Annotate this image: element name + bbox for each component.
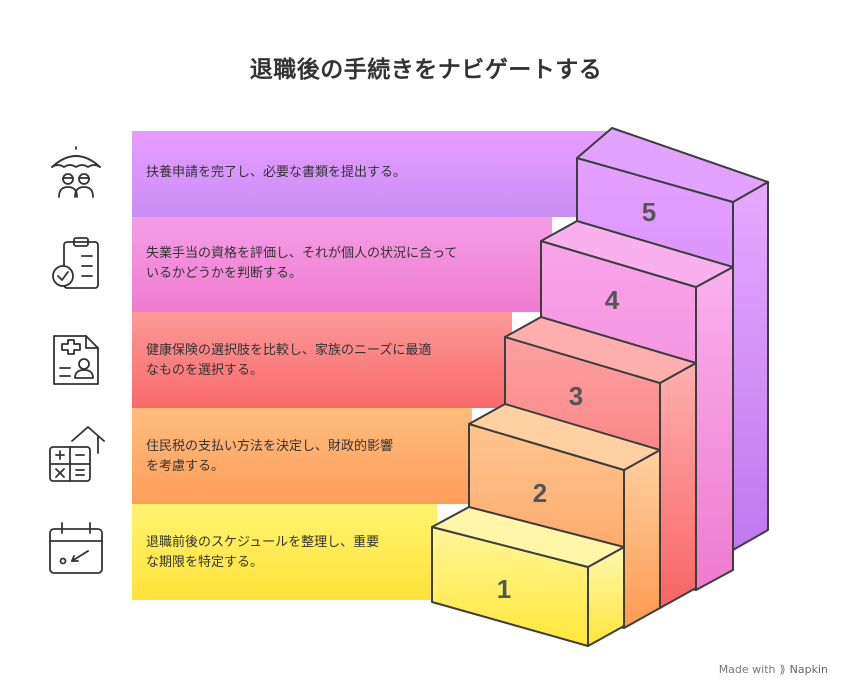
step-4-text: 失業手当の資格を評価し、それが個人の状況に合って いるかどうかを判断する。 xyxy=(146,244,457,284)
step-1-number: 1 xyxy=(497,574,511,604)
step-1-top xyxy=(431,506,625,568)
step-4-line2: いるかどうかを判断する。 xyxy=(146,266,303,281)
step-1-text: 退職前後のスケジュールを整理し、重要 な期限を特定する。 xyxy=(146,533,379,573)
step-2-line2: を考慮する。 xyxy=(146,459,225,474)
step-3-number: 3 xyxy=(569,381,583,411)
step-2-side xyxy=(623,449,661,629)
step-3-top xyxy=(504,316,697,384)
tax-calculator-house-icon xyxy=(46,423,106,483)
step-2-line1: 住民税の支払い方法を決定し、財政的影響 xyxy=(146,439,394,454)
step-4-side xyxy=(695,266,734,591)
step-1-line2: な期限を特定する。 xyxy=(146,555,264,570)
page-title: 退職後の手続きをナビゲートする xyxy=(249,57,603,83)
step-5-top xyxy=(576,127,769,203)
step-3-line2: なものを選択する。 xyxy=(146,363,264,378)
step-5-text: 扶養申請を完了し、必要な書類を提出する。 xyxy=(146,163,406,183)
napkin-brand: Napkin xyxy=(789,663,828,676)
step-2-top xyxy=(468,403,661,471)
step-3-side xyxy=(659,362,697,609)
step-4-line1: 失業手当の資格を評価し、それが個人の状況に合って xyxy=(146,246,458,261)
step-3-line1: 健康保険の選択肢を比較し、家族のニーズに最適 xyxy=(146,343,432,358)
band-step-4 xyxy=(132,217,552,312)
band-step-5 xyxy=(132,131,622,217)
napkin-logo-icon: ⟫ xyxy=(779,663,786,676)
step-4-top xyxy=(540,220,734,288)
step-4-number: 4 xyxy=(605,285,620,315)
step-5-number: 5 xyxy=(642,197,656,227)
step-5-side xyxy=(732,181,769,551)
footer-attribution: Made with ⟫ Napkin xyxy=(719,663,828,676)
calendar-icon xyxy=(46,519,106,579)
step-2-text: 住民税の支払い方法を決定し、財政的影響 を考慮する。 xyxy=(146,437,393,477)
step-3-text: 健康保険の選択肢を比較し、家族のニーズに最適 なものを選択する。 xyxy=(146,341,431,381)
checklist-icon xyxy=(46,234,106,294)
step-1-line1: 退職前後のスケジュールを整理し、重要 xyxy=(146,535,380,550)
family-umbrella-icon xyxy=(46,143,106,203)
made-with-label: Made with xyxy=(718,663,776,676)
health-insurance-icon xyxy=(46,330,106,390)
step-2-number: 2 xyxy=(533,478,547,508)
band-step-2 xyxy=(132,408,472,504)
band-step-3 xyxy=(132,312,512,408)
step-5-line1: 扶養申請を完了し、必要な書類を提出する。 xyxy=(146,165,407,180)
band-step-1 xyxy=(132,504,437,600)
